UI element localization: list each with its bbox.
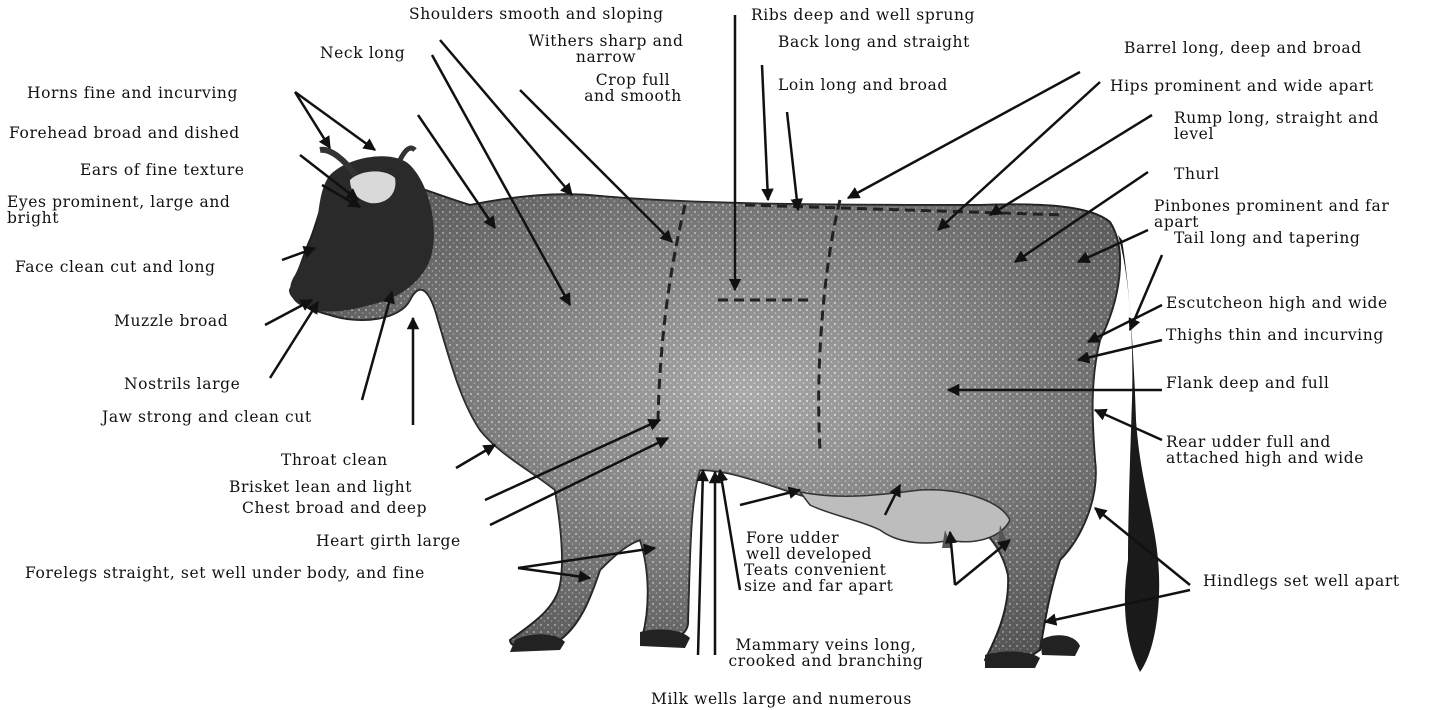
label-back: Back long and straight	[778, 34, 970, 50]
label-horns: Horns fine and incurving	[27, 85, 238, 101]
label-forelegs: Forelegs straight, set well under body, …	[25, 565, 425, 581]
label-chest: Chest broad and deep	[242, 500, 427, 516]
label-shoulders: Shoulders smooth and sloping	[409, 6, 664, 22]
label-jaw: Jaw strong and clean cut	[102, 409, 312, 425]
tail-shape	[1118, 235, 1159, 672]
label-tail: Tail long and tapering	[1174, 230, 1360, 246]
label-rear-udder: Rear udder full and attached high and wi…	[1166, 434, 1364, 466]
label-mammary: Mammary veins long, crooked and branchin…	[714, 637, 938, 669]
label-ears: Ears of fine texture	[80, 162, 245, 178]
label-teats: Teats convenient size and far apart	[744, 562, 893, 594]
label-neck: Neck long	[320, 45, 405, 61]
label-hips: Hips prominent and wide apart	[1110, 78, 1374, 94]
label-thurl: Thurl	[1174, 166, 1220, 182]
label-face: Face clean cut and long	[15, 259, 216, 275]
label-brisket: Brisket lean and light	[229, 479, 412, 495]
label-thighs: Thighs thin and incurving	[1166, 327, 1384, 343]
label-barrel: Barrel long, deep and broad	[1124, 40, 1362, 56]
label-nostrils: Nostrils large	[124, 376, 240, 392]
label-ribs: Ribs deep and well sprung	[751, 7, 975, 23]
label-muzzle: Muzzle broad	[114, 313, 228, 329]
label-throat: Throat clean	[281, 452, 388, 468]
label-withers: Withers sharp and narrow	[514, 33, 698, 65]
label-loin: Loin long and broad	[778, 77, 948, 93]
label-eyes: Eyes prominent, large and bright	[7, 194, 230, 226]
label-fore-udder: Fore udder well developed	[746, 530, 872, 562]
label-hindlegs: Hindlegs set well apart	[1203, 573, 1400, 589]
label-heart: Heart girth large	[316, 533, 461, 549]
label-crop: Crop full and smooth	[576, 72, 690, 104]
label-forehead: Forehead broad and dished	[9, 125, 240, 141]
label-rump: Rump long, straight and level	[1174, 110, 1379, 142]
label-milkwells: Milk wells large and numerous	[651, 691, 912, 707]
label-flank: Flank deep and full	[1166, 375, 1329, 391]
label-escutcheon: Escutcheon high and wide	[1166, 295, 1388, 311]
label-pinbones: Pinbones prominent and far apart	[1154, 198, 1389, 230]
